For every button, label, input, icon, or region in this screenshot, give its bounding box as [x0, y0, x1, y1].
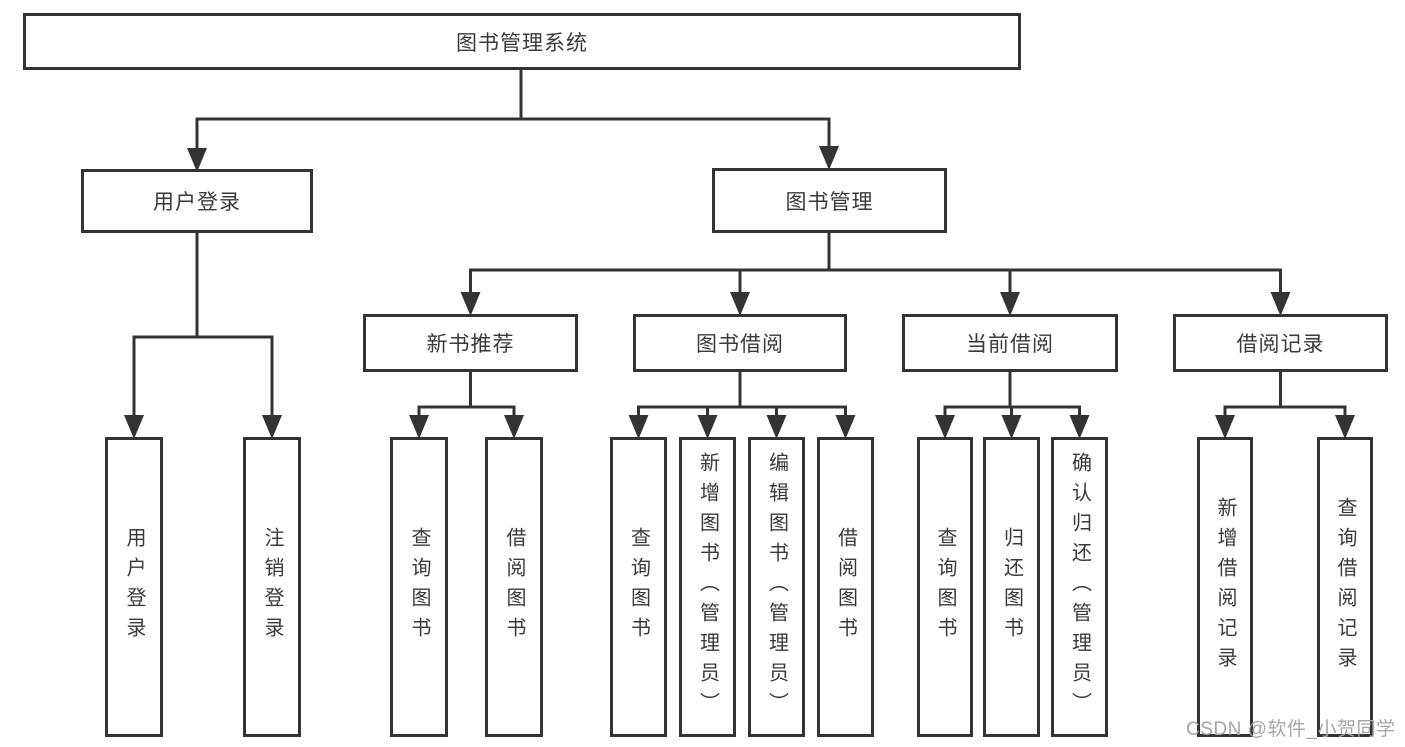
node-root-label: 图书管理系统: [456, 31, 588, 55]
leaf-rec-add-record: 新增借阅记录: [1197, 437, 1253, 737]
node-root: 图书管理系统: [23, 13, 1021, 70]
leaf-bb-query-books: 查询图书: [610, 437, 667, 737]
leaf-cb-query-books: 查询图书: [917, 437, 973, 737]
node-new-book-recommend-label: 新书推荐: [426, 333, 515, 356]
leaf-logout: 注销登录: [243, 437, 301, 737]
node-borrow-records-label: 借阅记录: [1236, 333, 1325, 356]
node-user-login: 用户登录: [81, 169, 313, 233]
connector-current-borrow-branch: [943, 370, 1081, 419]
leaf-bb-add-books: 新增图书（管理员）: [679, 437, 736, 737]
connector-new-book-recommend-branch: [417, 370, 516, 419]
node-user-login-label: 用户登录: [153, 191, 241, 214]
leaf-logout-label: 注销登录: [261, 527, 283, 647]
leaf-bb-add-books-label: 新增图书（管理员）: [696, 452, 719, 722]
watermark: CSDN @软件_小贺同学: [1186, 719, 1396, 740]
leaf-nbr-borrow-books: 借阅图书: [485, 437, 543, 737]
connector-book-borrow-branch: [637, 370, 847, 419]
leaf-user-login: 用户登录: [105, 437, 163, 737]
arrowheads-user-login: [124, 415, 282, 439]
leaf-cb-confirm-return-label: 确认归还（管理员）: [1068, 452, 1091, 722]
node-current-borrow: 当前借阅: [902, 314, 1118, 372]
node-book-management-label: 图书管理: [785, 190, 874, 214]
leaf-cb-query-books-label: 查询图书: [934, 527, 956, 647]
leaf-bb-query-books-label: 查询图书: [627, 527, 650, 647]
connector-user-login-branch: [132, 231, 274, 419]
arrowheads-level2: [187, 146, 839, 172]
node-book-borrow-label: 图书借阅: [696, 333, 784, 356]
connector-borrow-records-branch: [1223, 370, 1347, 419]
leaf-bb-edit-books-label: 编辑图书（管理员）: [765, 452, 788, 722]
leaf-cb-return-books: 归还图书: [983, 437, 1040, 737]
leaf-cb-return-books-label: 归还图书: [1000, 527, 1023, 647]
arrowheads-level3: [460, 292, 1291, 316]
node-book-management: 图书管理: [712, 168, 947, 233]
leaf-rec-query-record-label: 查询借阅记录: [1334, 497, 1356, 677]
node-new-book-recommend: 新书推荐: [363, 314, 578, 372]
node-book-borrow: 图书借阅: [633, 314, 847, 372]
leaf-bb-borrow-books: 借阅图书: [817, 437, 874, 737]
arrowheads-leaves: [409, 415, 1355, 439]
connector-root-to-level2: [195, 67, 831, 152]
node-borrow-records: 借阅记录: [1173, 314, 1388, 372]
leaf-user-login-label: 用户登录: [123, 527, 145, 647]
leaf-nbr-query-books: 查询图书: [390, 437, 448, 737]
leaf-rec-query-record: 查询借阅记录: [1317, 437, 1373, 737]
leaf-cb-confirm-return: 确认归还（管理员）: [1051, 437, 1108, 737]
node-current-borrow-label: 当前借阅: [966, 333, 1054, 356]
leaf-nbr-borrow-books-label: 借阅图书: [503, 527, 525, 647]
leaf-nbr-query-books-label: 查询图书: [408, 527, 430, 647]
leaf-rec-add-record-label: 新增借阅记录: [1214, 497, 1236, 677]
leaf-bb-borrow-books-label: 借阅图书: [834, 527, 857, 647]
connector-book-management-branch: [469, 231, 1282, 296]
leaf-bb-edit-books: 编辑图书（管理员）: [748, 437, 805, 737]
